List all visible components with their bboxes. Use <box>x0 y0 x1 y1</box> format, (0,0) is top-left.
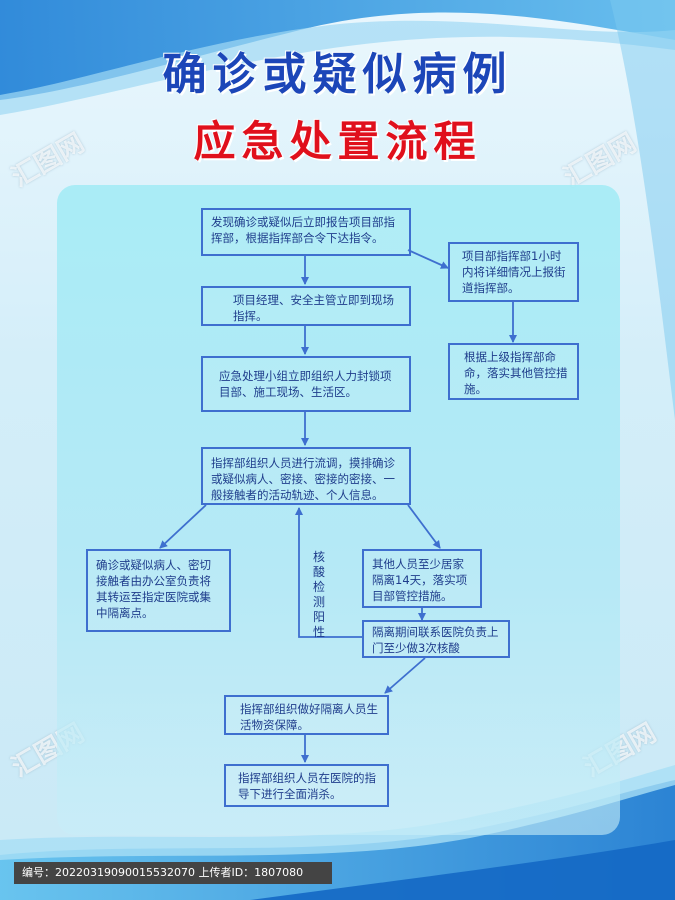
bottom-sweep <box>250 840 675 900</box>
step-supplies: 指挥部组织做好隔离人员生活物资保障。 <box>224 695 389 735</box>
step-home-isolation: 其他人员至少居家隔离14天，落实项目部管控措施。 <box>362 549 482 608</box>
step-disinfection: 指挥部组织人员在医院的指导下进行全面消杀。 <box>224 764 389 807</box>
top-wave-light <box>0 20 675 115</box>
arrow-s4-s6 <box>407 504 441 549</box>
title-line-1: 确诊或疑似病例 <box>162 49 513 100</box>
step-transfer: 确诊或疑似病人、密切接触者由办公室负责将其转运至指定医院或集中隔离点。 <box>86 549 231 632</box>
step-control-measures: 根据上级指挥部命命，落实其他管控措施。 <box>448 343 579 400</box>
flowchart-panel <box>57 185 620 835</box>
step-tracing: 指挥部组织人员进行流调，摸排确诊或疑似病人、密接、密接的密接、一般接触者的活动轨… <box>201 447 411 505</box>
arrow-loop-positive <box>295 507 362 638</box>
loop-label-positive: 核酸检测阳性 <box>312 550 325 639</box>
step-report-street: 项目部指挥部1小时内将详细情况上报街道指挥部。 <box>448 242 579 302</box>
arrow-s4-s5 <box>159 504 207 549</box>
title-line-2: 应急处置流程 <box>193 117 482 166</box>
step-manager-on-site: 项目经理、安全主管立即到现场指挥。 <box>201 286 411 326</box>
step-report-hq: 发现确诊或疑似后立即报告项目部指挥部，根据指挥部合令下达指令。 <box>201 208 411 256</box>
step-lockdown: 应急处理小组立即组织人力封锁项目部、施工现场、生活区。 <box>201 356 411 412</box>
step-nucleic-test: 隔离期间联系医院负责上门至少做3次核酸 <box>362 620 510 658</box>
arrow-s7-s8 <box>384 657 426 694</box>
arrow-s1-r1 <box>407 249 449 269</box>
footer-id-bar: 编号：20220319090015532070 上传者ID：1807080 <box>14 862 332 884</box>
right-wave <box>610 0 675 420</box>
top-wave <box>0 0 675 100</box>
